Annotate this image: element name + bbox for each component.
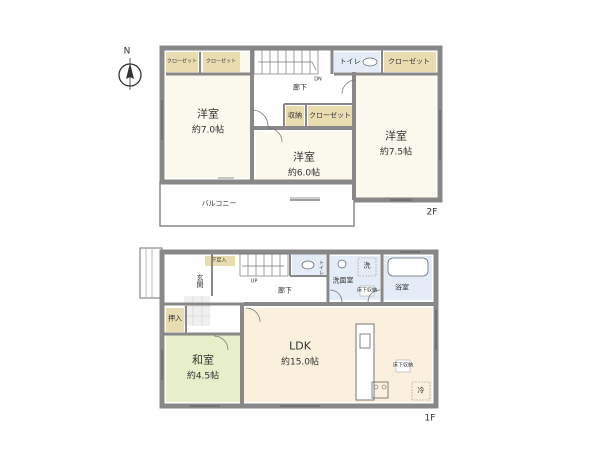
balcony-label: バルコニー xyxy=(201,199,237,208)
compass-icon xyxy=(118,58,142,90)
oshiire-label: 押入 xyxy=(168,314,182,323)
washroom-label: 洗面室 xyxy=(332,276,354,285)
ldk-name: LDK xyxy=(289,339,311,353)
washer-label: 洗 xyxy=(363,261,371,270)
bath-label: 浴室 xyxy=(395,283,409,292)
floor2-hall-label: 廊下 xyxy=(293,83,307,92)
compass-north-label: N xyxy=(123,46,131,57)
room-center-name: 洋室 xyxy=(293,150,315,164)
room-center-size: 約6.0帖 xyxy=(287,168,321,179)
room-right-size: 約7.5帖 xyxy=(379,147,413,158)
entrance-label: 玄関 xyxy=(196,274,204,288)
closet-c-label: クローゼット xyxy=(388,57,430,66)
floor1-up-label: UP xyxy=(250,278,258,285)
storage-label: 収納 xyxy=(288,111,302,120)
floor1-hall-label: 廊下 xyxy=(278,286,292,295)
underfloor-label: 床下収納 xyxy=(392,362,414,369)
shoe-storage-label: 下足入 xyxy=(211,257,227,264)
closet-b-label: クローゼット xyxy=(205,58,237,65)
heater-label: 床下収納 xyxy=(356,287,378,294)
fridge-label: 冷 xyxy=(417,386,425,395)
japanese-room-name: 和室 xyxy=(192,353,214,367)
closet-a-label: クローゼット xyxy=(166,58,198,65)
closet-d-label: クローゼット xyxy=(309,111,351,120)
floor2-dn-label: DN xyxy=(314,76,322,83)
floor1-plan xyxy=(139,247,439,409)
room-left-size: 約7.0帖 xyxy=(191,125,225,136)
floor1-toilet-label: トイレ xyxy=(318,260,324,275)
floor1-label: 1F xyxy=(424,413,436,424)
floor2-label: 2F xyxy=(426,207,438,218)
floor2-toilet-label: トイレ xyxy=(339,57,361,66)
japanese-room-size: 約4.5帖 xyxy=(186,371,220,382)
room-left-name: 洋室 xyxy=(197,107,219,121)
ldk-size: 約15.0帖 xyxy=(280,357,320,368)
floor2-plan xyxy=(159,45,443,227)
room-right-name: 洋室 xyxy=(385,129,407,143)
